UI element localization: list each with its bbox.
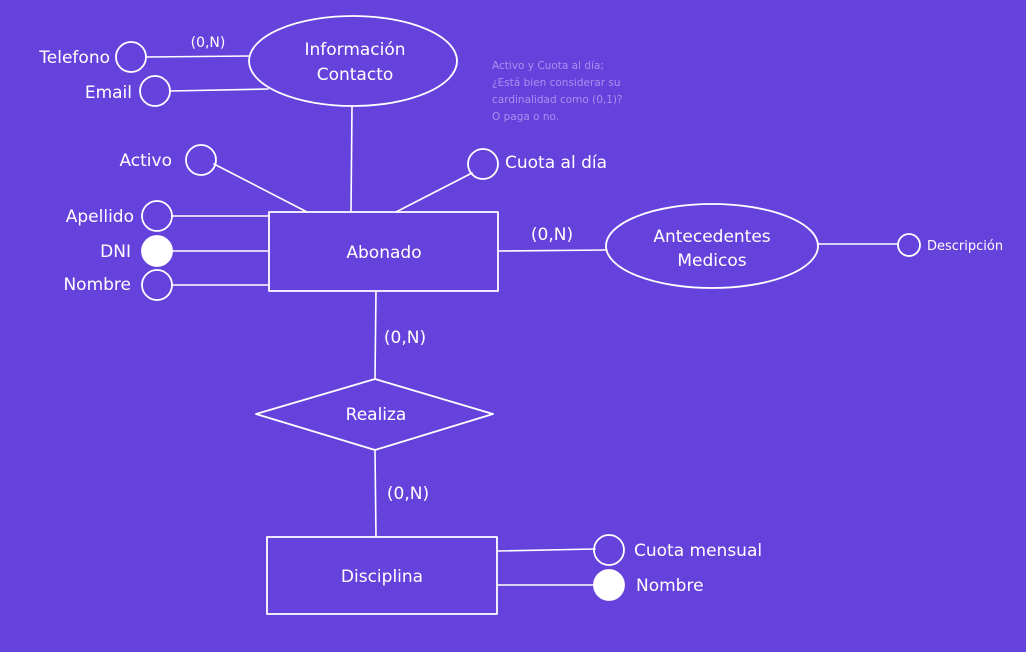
line-abonado-realiza [374, 290, 377, 380]
line-telefono-contacto [145, 55, 251, 58]
attribute-cuota-al-dia-label: Cuota al día [505, 153, 607, 173]
entity-abonado[interactable] [268, 211, 499, 292]
antecedentes-medicos-label-2: Medicos [677, 251, 746, 271]
multivalued-informacion-contacto[interactable] [248, 15, 458, 107]
line-contacto-abonado [350, 106, 353, 213]
attribute-descripcion-circle[interactable] [897, 233, 921, 257]
line-abonado-antecedentes [497, 249, 608, 252]
note-line-2: ¿Está bien considerar su [492, 77, 621, 89]
attribute-cuota-mensual-circle[interactable] [593, 534, 625, 566]
entity-disciplina[interactable] [266, 536, 498, 615]
connectors [145, 55, 899, 586]
attribute-nombre-disciplina-key-circle[interactable] [593, 569, 625, 601]
attribute-apellido-circle[interactable] [141, 200, 173, 232]
attribute-dni-key-circle[interactable] [141, 235, 173, 267]
line-activo-abonado [213, 163, 308, 213]
cardinality-contacto: (0,N) [191, 35, 226, 51]
informacion-contacto-label-2: Contacto [317, 65, 394, 85]
attribute-activo-label: Activo [119, 151, 172, 171]
attribute-activo-circle[interactable] [185, 144, 217, 176]
cardinality-antecedentes: (0,N) [531, 225, 573, 245]
note-line-4: O paga o no. [492, 111, 559, 123]
line-email-contacto [169, 88, 269, 92]
attribute-email-label: Email [85, 83, 132, 103]
cardinality-realiza-disciplina: (0,N) [387, 484, 429, 504]
line-cuota-dia-abonado [395, 172, 473, 213]
attribute-descripcion-label: Descripción [927, 239, 1003, 254]
attribute-cuota-mensual-label: Cuota mensual [634, 541, 762, 561]
multivalued-antecedentes-medicos[interactable] [605, 203, 819, 289]
antecedentes-medicos-label-1: Antecedentes [653, 227, 770, 247]
attribute-nombre-abonado-label: Nombre [63, 275, 131, 295]
attribute-dni-label: DNI [100, 242, 131, 262]
line-disciplina-cuota-mensual [496, 548, 596, 552]
cardinality-abonado-realiza: (0,N) [384, 328, 426, 348]
note: Activo y Cuota al día; ¿Está bien consid… [492, 60, 623, 123]
relationship-realiza[interactable] [255, 378, 494, 451]
informacion-contacto-label-1: Información [304, 40, 405, 60]
entity-disciplina-label: Disciplina [341, 567, 423, 587]
attribute-nombre-disciplina-label: Nombre [636, 576, 704, 596]
line-realiza-disciplina [374, 449, 377, 538]
attribute-nombre-abonado-circle[interactable] [141, 269, 173, 301]
attribute-cuota-al-dia-circle[interactable] [467, 148, 499, 180]
note-line-3: cardinalidad como (0,1)? [492, 94, 623, 106]
note-line-1: Activo y Cuota al día; [492, 60, 604, 72]
relationship-realiza-label: Realiza [346, 405, 407, 425]
attribute-telefono-label: Telefono [38, 48, 110, 68]
attribute-email-circle[interactable] [139, 75, 171, 107]
attribute-telefono-circle[interactable] [115, 41, 147, 73]
entity-abonado-label: Abonado [346, 243, 421, 263]
attribute-apellido-label: Apellido [66, 207, 134, 227]
